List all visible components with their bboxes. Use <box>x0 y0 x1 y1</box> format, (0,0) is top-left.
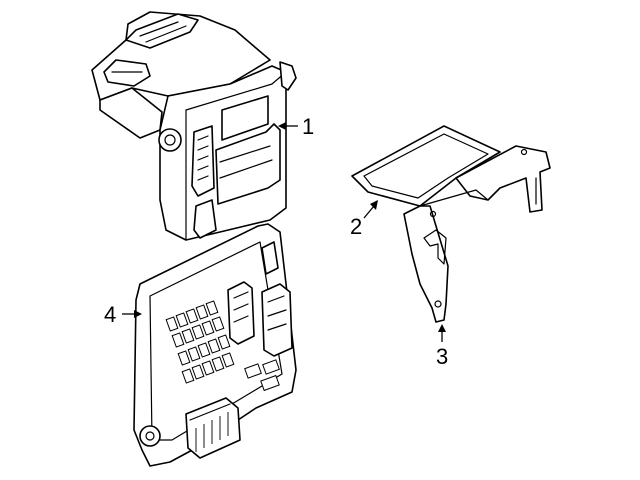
part-4-fuse-box <box>133 223 297 467</box>
part-2-bracket-tray <box>351 125 551 213</box>
callout-label-3: 3 <box>436 344 448 369</box>
callout-3: 3 <box>436 324 448 369</box>
callout-label-1: 1 <box>302 114 314 139</box>
part-3-mounting-bracket <box>403 205 449 323</box>
callout-label-4: 4 <box>104 302 116 327</box>
callout-4: 4 <box>104 302 142 327</box>
callout-1: 1 <box>278 114 314 139</box>
part-1-control-module <box>91 11 297 241</box>
callout-label-2: 2 <box>350 214 362 239</box>
fuse-array <box>165 300 235 384</box>
callout-2: 2 <box>350 200 378 239</box>
